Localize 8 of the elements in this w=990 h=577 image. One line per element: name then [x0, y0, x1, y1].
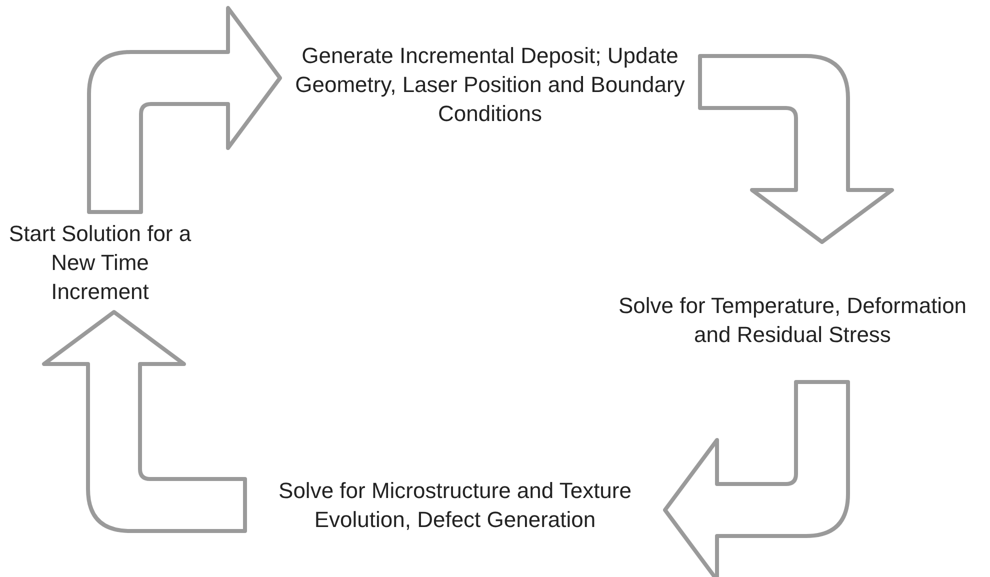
step-text: Solve for Microstructure and Texture Evolution, Defect Generation — [278, 477, 632, 534]
block-arrow — [663, 380, 850, 577]
block-arrow — [42, 310, 247, 533]
block-arrow — [698, 54, 894, 244]
step-text: Solve for Temperature, Deformation and Residual Stress — [617, 292, 968, 349]
step-text: Start Solution for a New Time Increment — [8, 220, 192, 306]
block-arrow — [87, 6, 282, 214]
step-text: Generate Incremental Deposit; Update Geometry, Laser Position and Boundary Conditions — [294, 42, 686, 128]
